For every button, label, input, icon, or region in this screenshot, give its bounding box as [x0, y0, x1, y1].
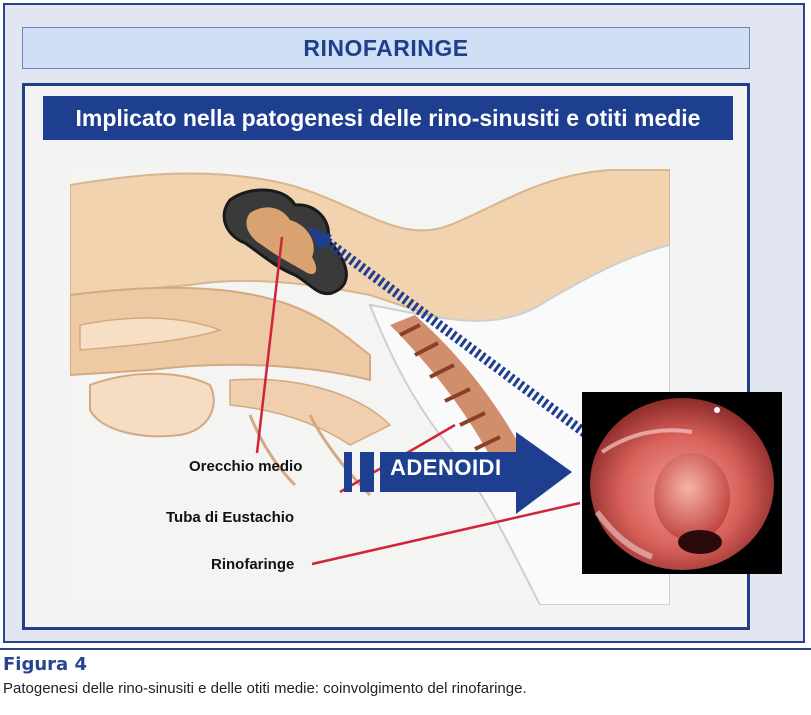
label-rinofaringe: Rinofaringe — [211, 556, 294, 573]
subtitle-text: Implicato nella patogenesi delle rino-si… — [76, 105, 701, 132]
figure-caption: Patogenesi delle rino-sinusiti e delle o… — [3, 680, 527, 697]
adenoid-mass — [654, 453, 730, 541]
arrow-stripe — [360, 452, 374, 492]
subtitle-bar: Implicato nella patogenesi delle rino-si… — [43, 96, 733, 140]
header-title: RINOFARINGE — [303, 35, 468, 62]
figure-title: Figura 4 — [3, 654, 87, 675]
arrow-label: ADENOIDI — [390, 455, 520, 481]
label-orecchio-medio: Orecchio medio — [189, 458, 302, 475]
endoscopic-image — [582, 392, 782, 574]
airway-opening — [678, 530, 722, 554]
header-title-bar: RINOFARINGE — [22, 27, 750, 69]
arrow-stripe — [344, 452, 352, 492]
caption-divider — [0, 648, 811, 650]
anatomy-illustration — [70, 165, 670, 605]
label-tuba-eustachio: Tuba di Eustachio — [166, 509, 294, 526]
tongue-tissue — [90, 374, 214, 437]
